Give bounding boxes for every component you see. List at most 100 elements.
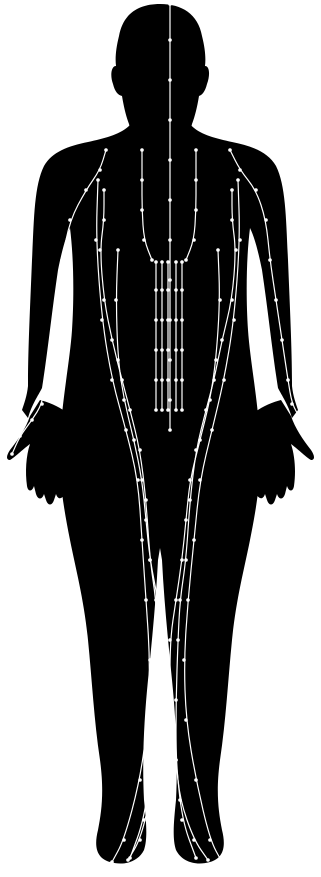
left-shoulder-arm-line-point — [40, 402, 44, 406]
left-outer-leg-line-point — [146, 718, 150, 722]
left-inner-chest-line-point — [142, 238, 146, 242]
left-long-leg-line-point — [140, 478, 144, 482]
abdomen-line-5-point — [180, 408, 184, 412]
left-chest-line-a-point — [154, 758, 158, 762]
abdomen-line-2-point — [160, 408, 164, 412]
left-chest-line-a-point — [144, 498, 148, 502]
left-shoulder-arm-line-point — [50, 338, 54, 342]
midline-head-torso-point — [168, 278, 172, 282]
abdomen-line-4-point — [174, 378, 178, 382]
right-chest-line-a-point — [184, 558, 188, 562]
abdomen-line-1-point — [154, 378, 158, 382]
left-shoulder-arm-line-point — [98, 168, 102, 172]
right-shoulder-arm-line-point — [298, 416, 302, 420]
left-long-leg-line-point — [160, 638, 164, 642]
left-long-leg-line-point — [128, 856, 132, 860]
right-outer-leg-line-point — [220, 860, 224, 864]
left-chest-line-a-point — [102, 188, 106, 192]
abdomen-line-1-point — [154, 260, 158, 264]
right-chest-line-a-point — [174, 698, 178, 702]
right-long-leg-line-point — [216, 248, 220, 252]
right-shoulder-arm-line-point — [264, 218, 268, 222]
right-shoulder-arm-line-point — [280, 338, 284, 342]
right-long-leg-line-point — [194, 856, 198, 860]
left-long-leg-line-point — [142, 818, 146, 822]
right-outer-leg-line-point — [198, 478, 202, 482]
left-long-leg-line-point — [116, 248, 120, 252]
body-silhouette — [7, 4, 314, 864]
right-long-leg-line-point — [188, 478, 192, 482]
left-long-leg-line-point — [114, 298, 118, 302]
midline-head-torso-point — [168, 198, 172, 202]
right-chest-line-a-point — [178, 598, 182, 602]
left-shoulder-arm-line-point — [54, 298, 58, 302]
left-inner-chest-line-point — [140, 178, 144, 182]
right-outer-leg-line-point — [238, 238, 242, 242]
abdomen-line-4-point — [174, 318, 178, 322]
abdomen-line-5-point — [180, 378, 184, 382]
left-shoulder-arm-line-point — [44, 378, 48, 382]
midline-head-torso-point — [168, 238, 172, 242]
left-long-leg-line-point — [116, 358, 120, 362]
abdomen-line-5-point — [180, 288, 184, 292]
left-inner-chest-line-point — [140, 208, 144, 212]
right-long-leg-line-point — [174, 598, 178, 602]
left-long-leg-line-point — [148, 558, 152, 562]
right-shoulder-arm-line-point — [274, 298, 278, 302]
left-outer-leg-line-point — [124, 428, 128, 432]
right-inner-chest-line-point — [192, 238, 196, 242]
right-inner-chest-line-point — [194, 208, 198, 212]
right-chest-line-a-point — [230, 188, 234, 192]
abdomen-line-1-point — [154, 348, 158, 352]
left-outer-leg-line-point — [110, 860, 114, 864]
right-inner-chest-line-point — [194, 178, 198, 182]
right-long-leg-line-point — [214, 358, 218, 362]
right-outer-leg-line-point — [192, 538, 196, 542]
right-chest-line-a-point — [206, 858, 210, 862]
abdomen-line-3-point — [166, 408, 170, 412]
abdomen-line-5-point — [180, 260, 184, 264]
left-long-leg-line-point — [144, 518, 148, 522]
right-outer-leg-line-point — [236, 178, 240, 182]
abdomen-line-4-point — [174, 288, 178, 292]
right-chest-line-a-point — [212, 378, 216, 382]
midline-head-torso-point — [168, 78, 172, 82]
right-hand-shape — [246, 400, 314, 505]
right-long-leg-line-point — [180, 818, 184, 822]
left-outer-leg-line-point — [110, 378, 114, 382]
left-shoulder-arm-line-point — [68, 218, 72, 222]
left-long-leg-line-point — [150, 758, 154, 762]
abdomen-line-2-point — [160, 378, 164, 382]
left-chest-line-a-point — [120, 378, 124, 382]
left-chest-line-a-point — [102, 218, 106, 222]
left-chest-line-a-point — [102, 298, 106, 302]
midline-head-torso-point — [168, 38, 172, 42]
right-long-leg-line-point — [168, 638, 172, 642]
abdomen-line-4-point — [174, 348, 178, 352]
left-outer-leg-line-point — [122, 838, 126, 842]
right-long-leg-line-point — [174, 758, 178, 762]
left-shoulder-arm-line-point — [60, 258, 64, 262]
right-chest-line-a-point — [220, 338, 224, 342]
head-shape — [111, 4, 209, 134]
midline-head-torso-point — [168, 358, 172, 362]
midline-head-torso-point — [168, 398, 172, 402]
abdomen-line-4-point — [174, 408, 178, 412]
left-shoulder-arm-line-point — [104, 148, 108, 152]
right-long-leg-line-point — [198, 438, 202, 442]
abdomen-line-2-point — [160, 318, 164, 322]
right-chest-line-a-point — [176, 638, 180, 642]
abdomen-line-5-point — [180, 318, 184, 322]
right-shoulder-arm-line-point — [310, 430, 314, 434]
abdomen-line-3-point — [166, 260, 170, 264]
right-outer-leg-line-point — [194, 778, 198, 782]
midline-head-torso-point — [168, 428, 172, 432]
right-shoulder-arm-line-point — [238, 168, 242, 172]
right-long-leg-line-point — [208, 398, 212, 402]
right-outer-leg-line-point — [232, 318, 236, 322]
right-chest-line-a-point — [234, 248, 238, 252]
right-shoulder-arm-line-point — [286, 378, 290, 382]
right-shoulder-arm-line-point — [228, 148, 232, 152]
